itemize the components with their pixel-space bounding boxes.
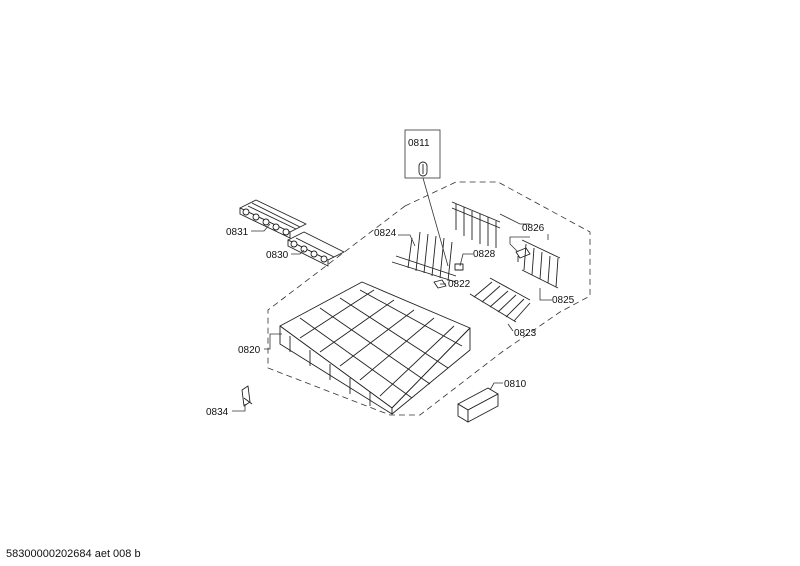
part-0830[interactable] bbox=[287, 231, 345, 267]
label-0810: 0810 bbox=[504, 379, 527, 390]
label-0834: 0834 bbox=[206, 407, 229, 418]
label-0822: 0822 bbox=[448, 279, 471, 290]
part-0828[interactable] bbox=[451, 201, 501, 271]
part-0834[interactable] bbox=[241, 385, 253, 407]
part-0811[interactable] bbox=[418, 161, 428, 177]
part-0831[interactable] bbox=[239, 199, 307, 239]
part-0810[interactable] bbox=[457, 387, 499, 423]
part-0824[interactable] bbox=[391, 231, 457, 283]
part-0826[interactable] bbox=[515, 247, 531, 262]
label-0828: 0828 bbox=[473, 249, 496, 260]
label-0823: 0823 bbox=[514, 328, 537, 339]
leader-lines bbox=[232, 177, 552, 412]
label-0811: 0811 bbox=[408, 138, 430, 149]
part-0823[interactable] bbox=[469, 277, 531, 323]
label-0831: 0831 bbox=[226, 227, 249, 238]
label-0826: 0826 bbox=[522, 223, 545, 234]
label-0820: 0820 bbox=[238, 345, 261, 356]
label-0830: 0830 bbox=[266, 250, 289, 261]
label-0824: 0824 bbox=[374, 228, 397, 239]
label-0825: 0825 bbox=[552, 295, 575, 306]
assembly-outline bbox=[267, 181, 591, 416]
document-code: 58300000202684 aet 008 b bbox=[6, 548, 141, 560]
part-0820[interactable] bbox=[279, 281, 471, 415]
part-0825[interactable] bbox=[521, 239, 561, 289]
